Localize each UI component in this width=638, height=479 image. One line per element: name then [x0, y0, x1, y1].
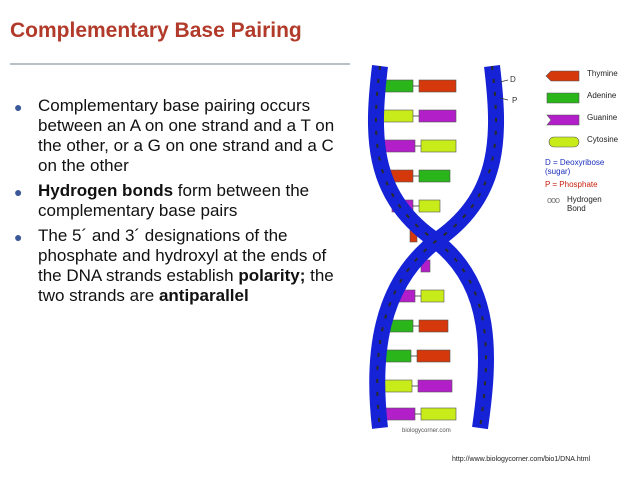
hydrogen-bond-dot	[415, 115, 417, 117]
dna-helix-diagram: D P	[367, 65, 517, 430]
label-p-pointer	[499, 97, 509, 101]
hydrogen-bond-dot	[417, 175, 419, 177]
legend-label: Adenine	[587, 91, 617, 100]
legend: Thymine Adenine Guanine Cytosine D = Deo…	[545, 66, 635, 219]
bullet-dot-icon: ●	[14, 184, 23, 200]
figure-credit: biologycorner.com	[402, 428, 451, 434]
legend-item-thymine: Thymine	[545, 66, 635, 88]
hydrogen-bond-dot	[416, 385, 418, 387]
hydrogen-bond-dot	[417, 325, 419, 327]
hydrogen-bond-dot	[411, 355, 413, 357]
hydrogen-bond-dot	[419, 413, 421, 415]
bullet-text: Complementary base pairing occurs betwee…	[38, 96, 342, 176]
label-d: D	[510, 75, 516, 84]
hydrogen-bond-dot	[417, 145, 419, 147]
hydrogen-bond-dot	[415, 413, 417, 415]
bullet-text-part: form between the complementary base pair…	[38, 181, 310, 220]
title-divider	[10, 63, 350, 65]
hydrogen-bond-dot	[417, 85, 419, 87]
hydrogen-bond-dot	[413, 325, 415, 327]
hydrogen-bond-note: ooo Hydrogen Bond	[545, 195, 635, 219]
hydrogen-bond-dot	[415, 175, 417, 177]
bullet-text-part: The 5´ and 3´ designations of the phosph…	[38, 226, 327, 285]
hydrogen-bond-dot	[419, 295, 421, 297]
hydrogen-bond-dot	[415, 295, 417, 297]
hydrogen-bond-dot	[413, 205, 415, 207]
guanine-base	[417, 379, 453, 393]
hydrogen-bond-dot	[415, 325, 417, 327]
hydrogen-bond-dot	[413, 115, 415, 117]
cytosine-piece-icon	[548, 136, 580, 148]
hydrogen-bond-dot	[417, 295, 419, 297]
bullet-text-part: Complementary base pairing occurs betwee…	[38, 96, 335, 175]
hydrogen-bond-dot	[413, 175, 415, 177]
cytosine-base	[420, 407, 457, 421]
hydrogen-bond-dot	[415, 355, 417, 357]
label-d-pointer	[499, 79, 509, 83]
hydrogen-bond-dot	[419, 145, 421, 147]
bullet-dot-icon: ●	[14, 229, 23, 245]
guanine-base	[418, 109, 457, 123]
bullet-text: Hydrogen bonds form between the compleme…	[38, 181, 342, 221]
bullet-item: ● Complementary base pairing occurs betw…	[12, 96, 342, 176]
bullet-emphasis: polarity;	[238, 266, 306, 285]
hydrogen-bond-icon: ooo	[547, 195, 560, 205]
hydrogen-bond-dot	[412, 385, 414, 387]
hydrogen-bond-dot	[417, 205, 419, 207]
phosphate-note: P = Phosphate	[545, 180, 598, 189]
hydrogen-bond-dot	[415, 205, 417, 207]
legend-item-adenine: Adenine	[545, 88, 635, 110]
backbone-strands	[367, 65, 505, 430]
source-url: http://www.biologycorner.com/bio1/DNA.ht…	[452, 456, 591, 463]
slide-title: Complementary Base Pairing	[10, 19, 302, 42]
hydrogen-bond-dot	[415, 145, 417, 147]
thymine-base	[418, 79, 457, 93]
hydrogen-bond-dot	[417, 413, 419, 415]
legend-label: Guanine	[587, 113, 618, 122]
hydrogen-bond-dot	[417, 115, 419, 117]
legend-label: Cytosine	[587, 135, 619, 144]
legend-item-guanine: Guanine	[545, 110, 635, 132]
thymine-base	[416, 349, 451, 363]
bullet-dot-icon: ●	[14, 99, 23, 115]
hydrogen-bond-dot	[413, 355, 415, 357]
thymine-piece-icon	[545, 70, 580, 82]
backbone-strand-right	[369, 65, 505, 429]
cytosine-base	[418, 199, 441, 213]
cytosine-base	[420, 139, 457, 153]
bullet-text-part: the two strands are	[38, 266, 334, 305]
bullet-emphasis: antiparallel	[158, 286, 249, 305]
guanine-piece-icon	[546, 114, 580, 126]
legend-label: Thymine	[587, 69, 618, 78]
hydrogen-bond-dot	[414, 385, 416, 387]
thymine-base	[418, 319, 449, 333]
bullet-emphasis: Hydrogen bonds	[38, 181, 174, 200]
cytosine-base	[420, 289, 445, 303]
adenine-base	[418, 169, 451, 183]
legend-item-cytosine: Cytosine	[545, 132, 635, 154]
bullet-item: ● The 5´ and 3´ designations of the phos…	[12, 226, 342, 306]
label-p: P	[512, 96, 517, 105]
bullet-item: ● Hydrogen bonds form between the comple…	[12, 181, 342, 221]
hydrogen-bond-dot	[415, 85, 417, 87]
adenine-piece-icon	[546, 92, 580, 104]
bullet-list: ● Complementary base pairing occurs betw…	[12, 96, 342, 311]
hydrogen-bond-label: Hydrogen Bond	[567, 195, 602, 213]
bullet-text: The 5´ and 3´ designations of the phosph…	[38, 226, 342, 306]
deoxyribose-note: D = Deoxyribose (sugar)	[545, 158, 605, 176]
hydrogen-bond-dot	[413, 85, 415, 87]
